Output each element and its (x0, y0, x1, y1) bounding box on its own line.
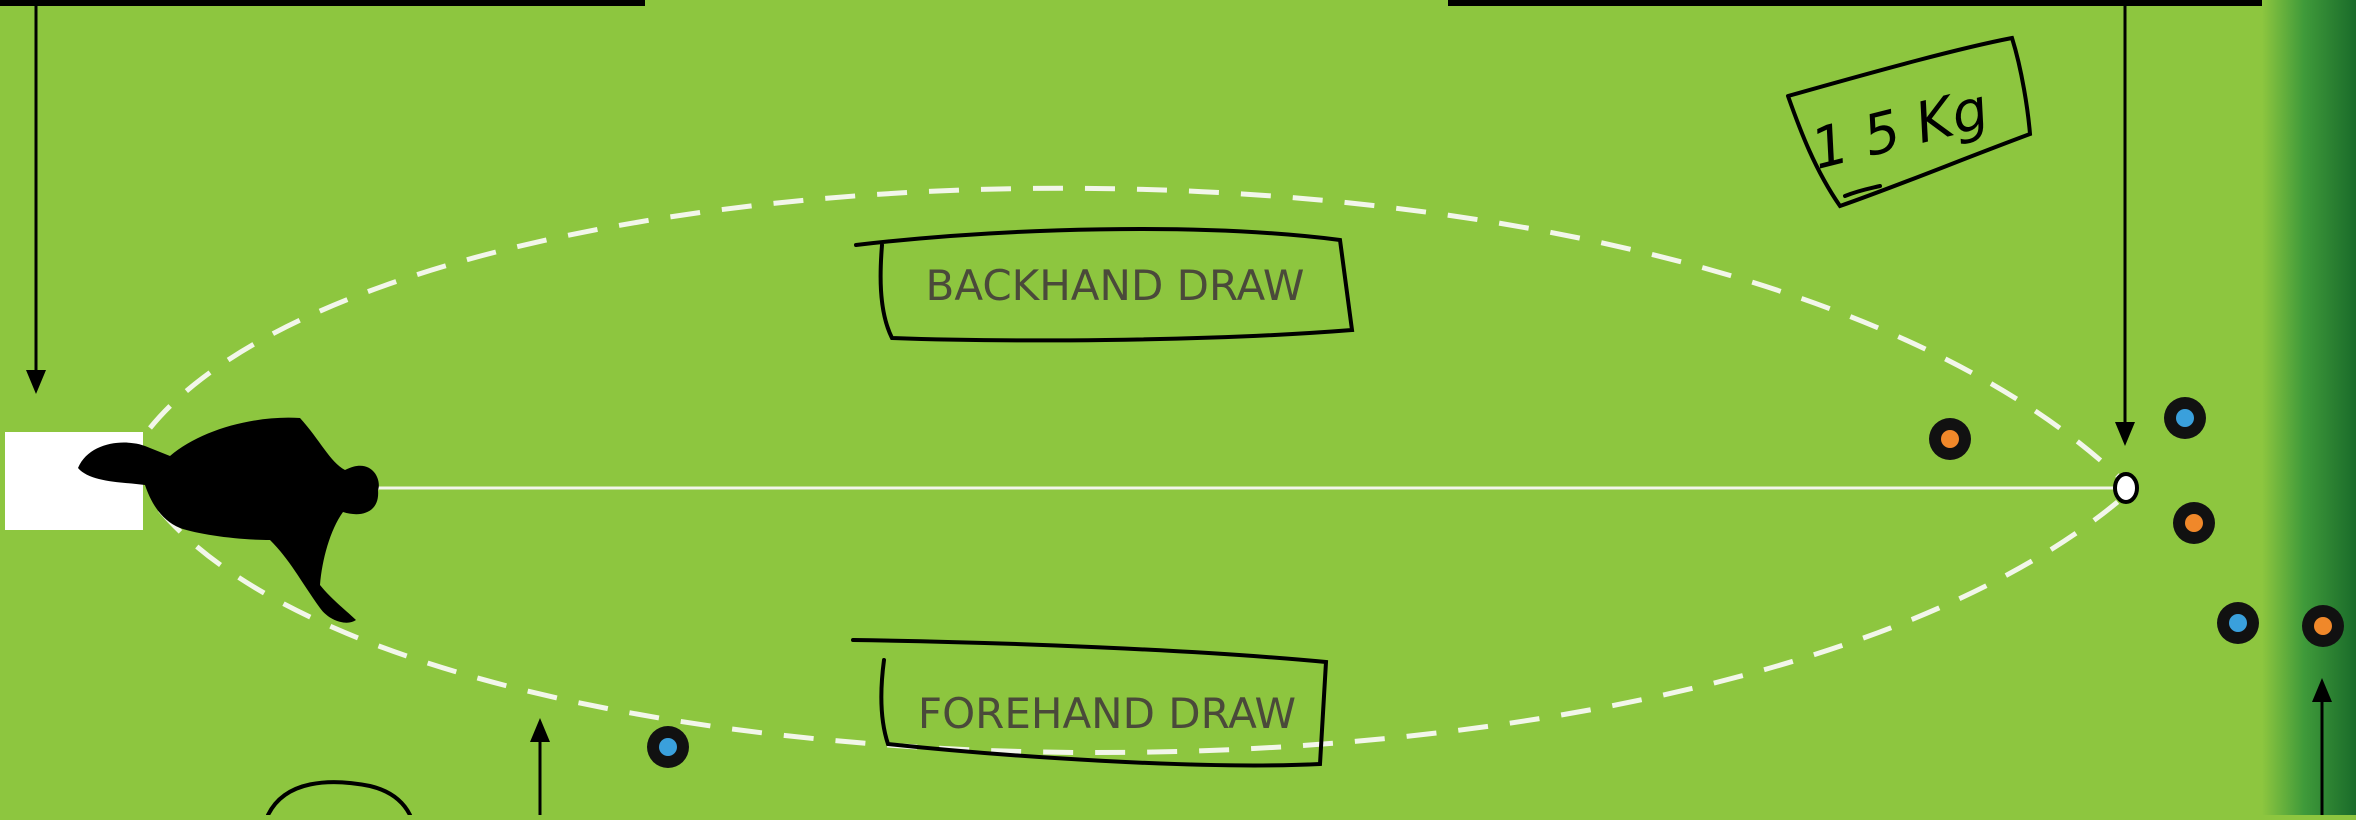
backhand-label: BACKHAND DRAW (926, 261, 1305, 310)
bowl-blue-centre (659, 738, 677, 756)
bowl-blue-centre (2229, 614, 2247, 632)
rink-ditch (2262, 0, 2356, 815)
bowl-orange-centre (1941, 430, 1959, 448)
forehand-label: FOREHAND DRAW (918, 689, 1296, 738)
bowl-blue-centre (2176, 409, 2194, 427)
bowl-orange-centre (2314, 617, 2332, 635)
top-boundary-right (1448, 0, 2262, 6)
top-boundary-left (0, 0, 645, 6)
bowl-orange-centre (2185, 514, 2203, 532)
jack (2115, 474, 2137, 502)
